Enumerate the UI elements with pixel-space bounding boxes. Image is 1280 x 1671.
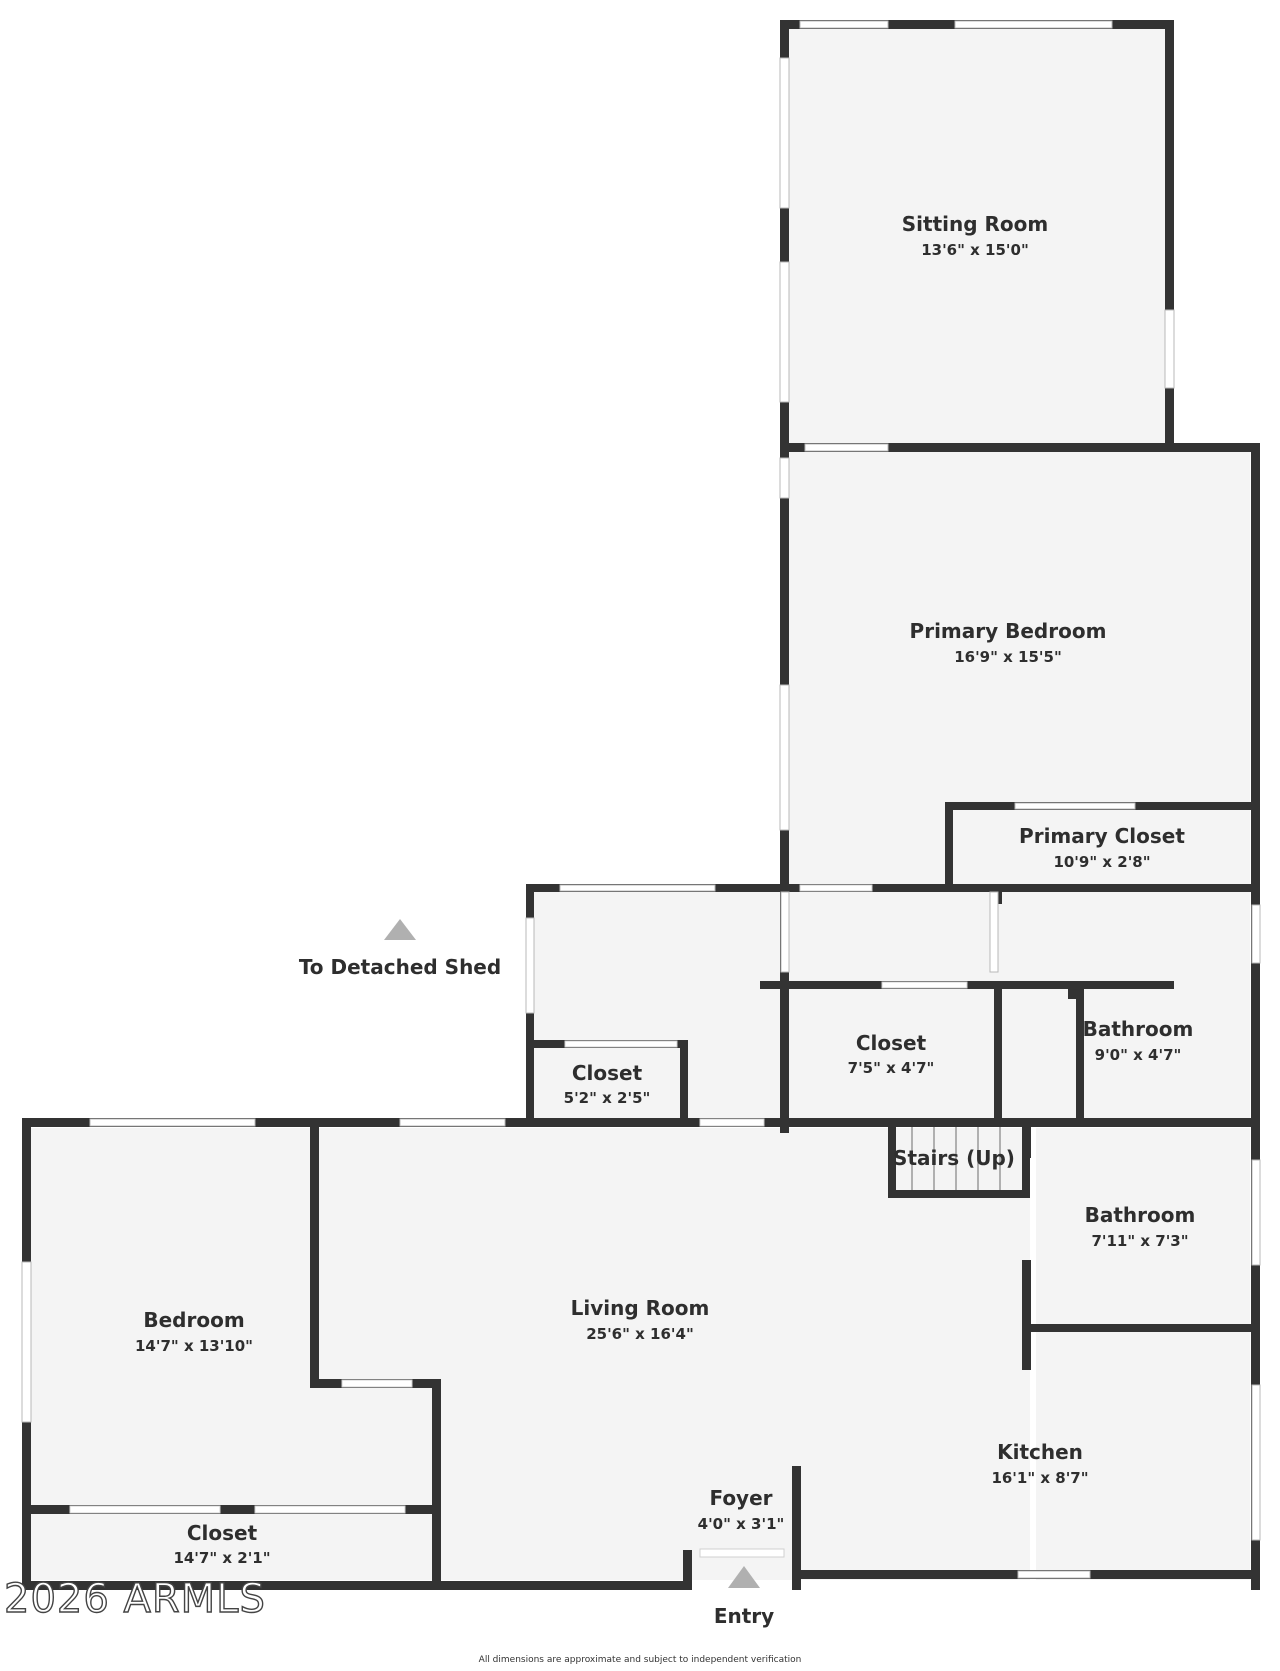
stair-treads (911, 1127, 1001, 1190)
room-dimensions: 14'7" x 13'10" (135, 1337, 253, 1355)
room-primary-bedroom: Primary Bedroom 16'9" x 15'5" (910, 619, 1107, 666)
room-dimensions: 9'0" x 4'7" (1095, 1046, 1182, 1064)
room-sitting-room: Sitting Room 13'6" x 15'0" (902, 212, 1048, 259)
shed-direction-marker (384, 919, 416, 940)
room-name: Closet (572, 1061, 643, 1085)
room-bathroom-lower: Bathroom 7'11" x 7'3" (1085, 1203, 1196, 1250)
room-name: Primary Closet (1019, 824, 1185, 848)
room-closet-small: Closet 5'2" x 2'5" (564, 1061, 651, 1107)
room-dimensions: 16'1" x 8'7" (991, 1469, 1088, 1487)
room-foyer: Foyer 4'0" x 3'1" (698, 1486, 785, 1533)
room-name: Foyer (709, 1486, 772, 1510)
entry-marker (728, 1566, 760, 1588)
room-dimensions: 13'6" x 15'0" (921, 241, 1029, 259)
room-closet-bedroom: Closet 14'7" x 2'1" (173, 1521, 270, 1567)
room-name: Closet (187, 1521, 258, 1545)
room-name: Closet (856, 1031, 927, 1055)
room-dimensions: 4'0" x 3'1" (698, 1515, 785, 1533)
room-stairs: Stairs (Up) (893, 1146, 1015, 1170)
room-name: Kitchen (997, 1440, 1083, 1464)
room-closet-mid: Closet 7'5" x 4'7" (848, 1031, 935, 1077)
room-name: Bedroom (143, 1308, 244, 1332)
room-name: Living Room (571, 1296, 710, 1320)
room-kitchen: Kitchen 16'1" x 8'7" (991, 1440, 1088, 1487)
room-name: Stairs (Up) (893, 1146, 1015, 1170)
room-bathroom-upper: Bathroom 9'0" x 4'7" (1083, 1017, 1194, 1064)
room-name: Sitting Room (902, 212, 1048, 236)
room-name: Bathroom (1085, 1203, 1196, 1227)
watermark: 2026 ARMLS (4, 1576, 266, 1622)
room-living-room: Living Room 25'6" x 16'4" (571, 1296, 710, 1343)
room-dimensions: 5'2" x 2'5" (564, 1089, 651, 1107)
room-dimensions: 16'9" x 15'5" (954, 648, 1062, 666)
entry-label: Entry (714, 1604, 774, 1628)
room-bedroom: Bedroom 14'7" x 13'10" (135, 1308, 253, 1355)
room-dimensions: 14'7" x 2'1" (173, 1549, 270, 1567)
door-openings (69, 884, 968, 1558)
disclaimer: All dimensions are approximate and subje… (479, 1655, 802, 1665)
room-primary-closet: Primary Closet 10'9" x 2'8" (1019, 824, 1185, 871)
shed-label: To Detached Shed (299, 955, 501, 979)
room-dimensions: 7'11" x 7'3" (1091, 1232, 1188, 1250)
windows (21, 20, 1261, 1579)
room-fills (30, 28, 1250, 1580)
room-name: Bathroom (1083, 1017, 1194, 1041)
room-dimensions: 7'5" x 4'7" (848, 1059, 935, 1077)
room-dimensions: 10'9" x 2'8" (1053, 853, 1150, 871)
room-dimensions: 25'6" x 16'4" (586, 1325, 694, 1343)
room-name: Primary Bedroom (910, 619, 1107, 643)
